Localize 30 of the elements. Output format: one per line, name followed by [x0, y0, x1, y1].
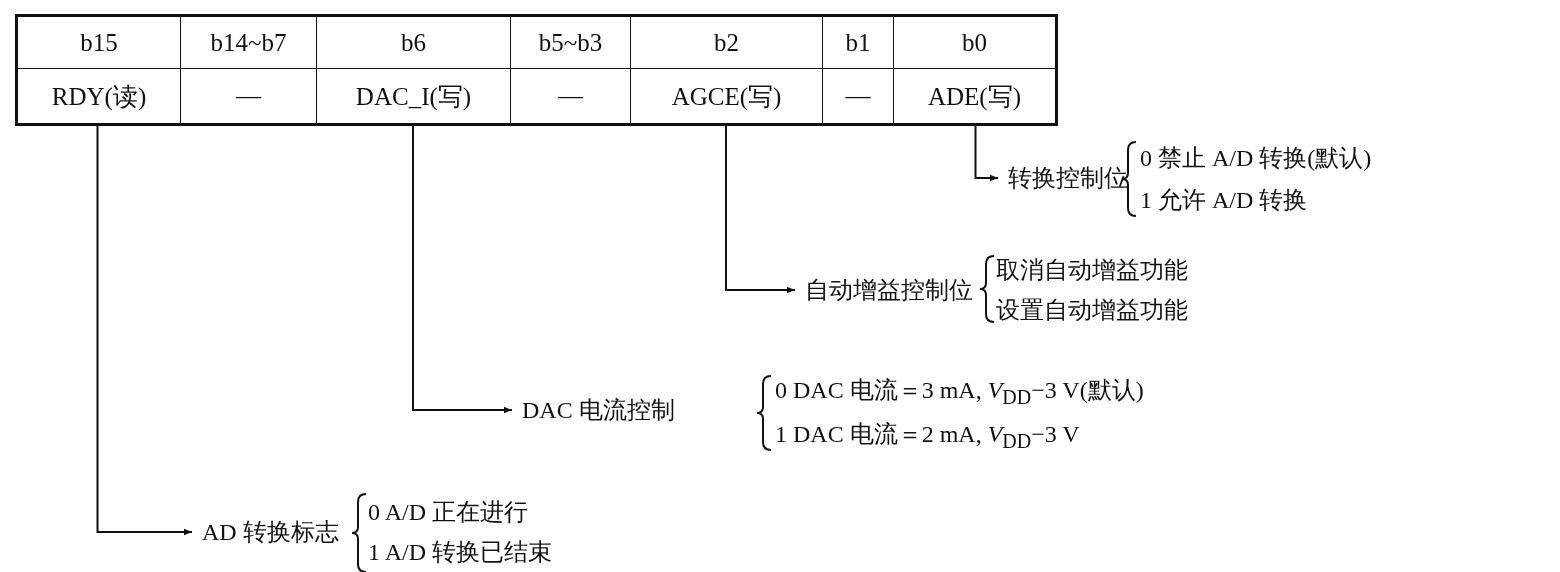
bit-header-cell: b14~b7	[180, 14, 316, 68]
bit-header-cell: b0	[893, 14, 1058, 68]
bit-field-cell: RDY(读)	[15, 68, 180, 126]
arrow	[412, 125, 513, 414]
arrow	[974, 125, 999, 182]
bit-header-cell: b6	[316, 14, 510, 68]
option-text: 1 允许 A/D 转换	[1140, 188, 1308, 212]
bit-field-cell: DAC_I(写)	[316, 68, 510, 126]
field-description: 转换控制位	[1008, 166, 1128, 190]
option-text: 0 A/D 正在进行	[368, 500, 528, 524]
option-text: 取消自动增益功能	[996, 258, 1188, 282]
bit-field-cell: —	[180, 68, 316, 126]
field-description: DAC 电流控制	[522, 398, 675, 422]
option-text: 1 A/D 转换已结束	[368, 540, 552, 564]
option-text: 1 DAC 电流＝2 mA, V$_{DD}$−3 V	[775, 422, 1080, 451]
bit-field-cell: —	[510, 68, 630, 126]
bit-header-cell: b15	[15, 14, 180, 68]
field-description: AD 转换标志	[202, 520, 339, 544]
option-text: 设置自动增益功能	[996, 298, 1188, 322]
bit-field-cell: ADE(写)	[893, 68, 1058, 126]
field-description: 自动增益控制位	[805, 278, 973, 302]
arrow	[725, 125, 796, 294]
option-text: 0 DAC 电流＝3 mA, V$_{DD}$−3 V(默认)	[775, 378, 1144, 407]
bit-header-cell: b1	[822, 14, 893, 68]
bit-field-cell: —	[822, 68, 893, 126]
arrow	[96, 125, 193, 536]
bit-header-cell: b5~b3	[510, 14, 630, 68]
option-text: 0 禁止 A/D 转换(默认)	[1140, 146, 1372, 170]
bit-header-cell: b2	[630, 14, 822, 68]
bit-field-cell: AGCE(写)	[630, 68, 822, 126]
